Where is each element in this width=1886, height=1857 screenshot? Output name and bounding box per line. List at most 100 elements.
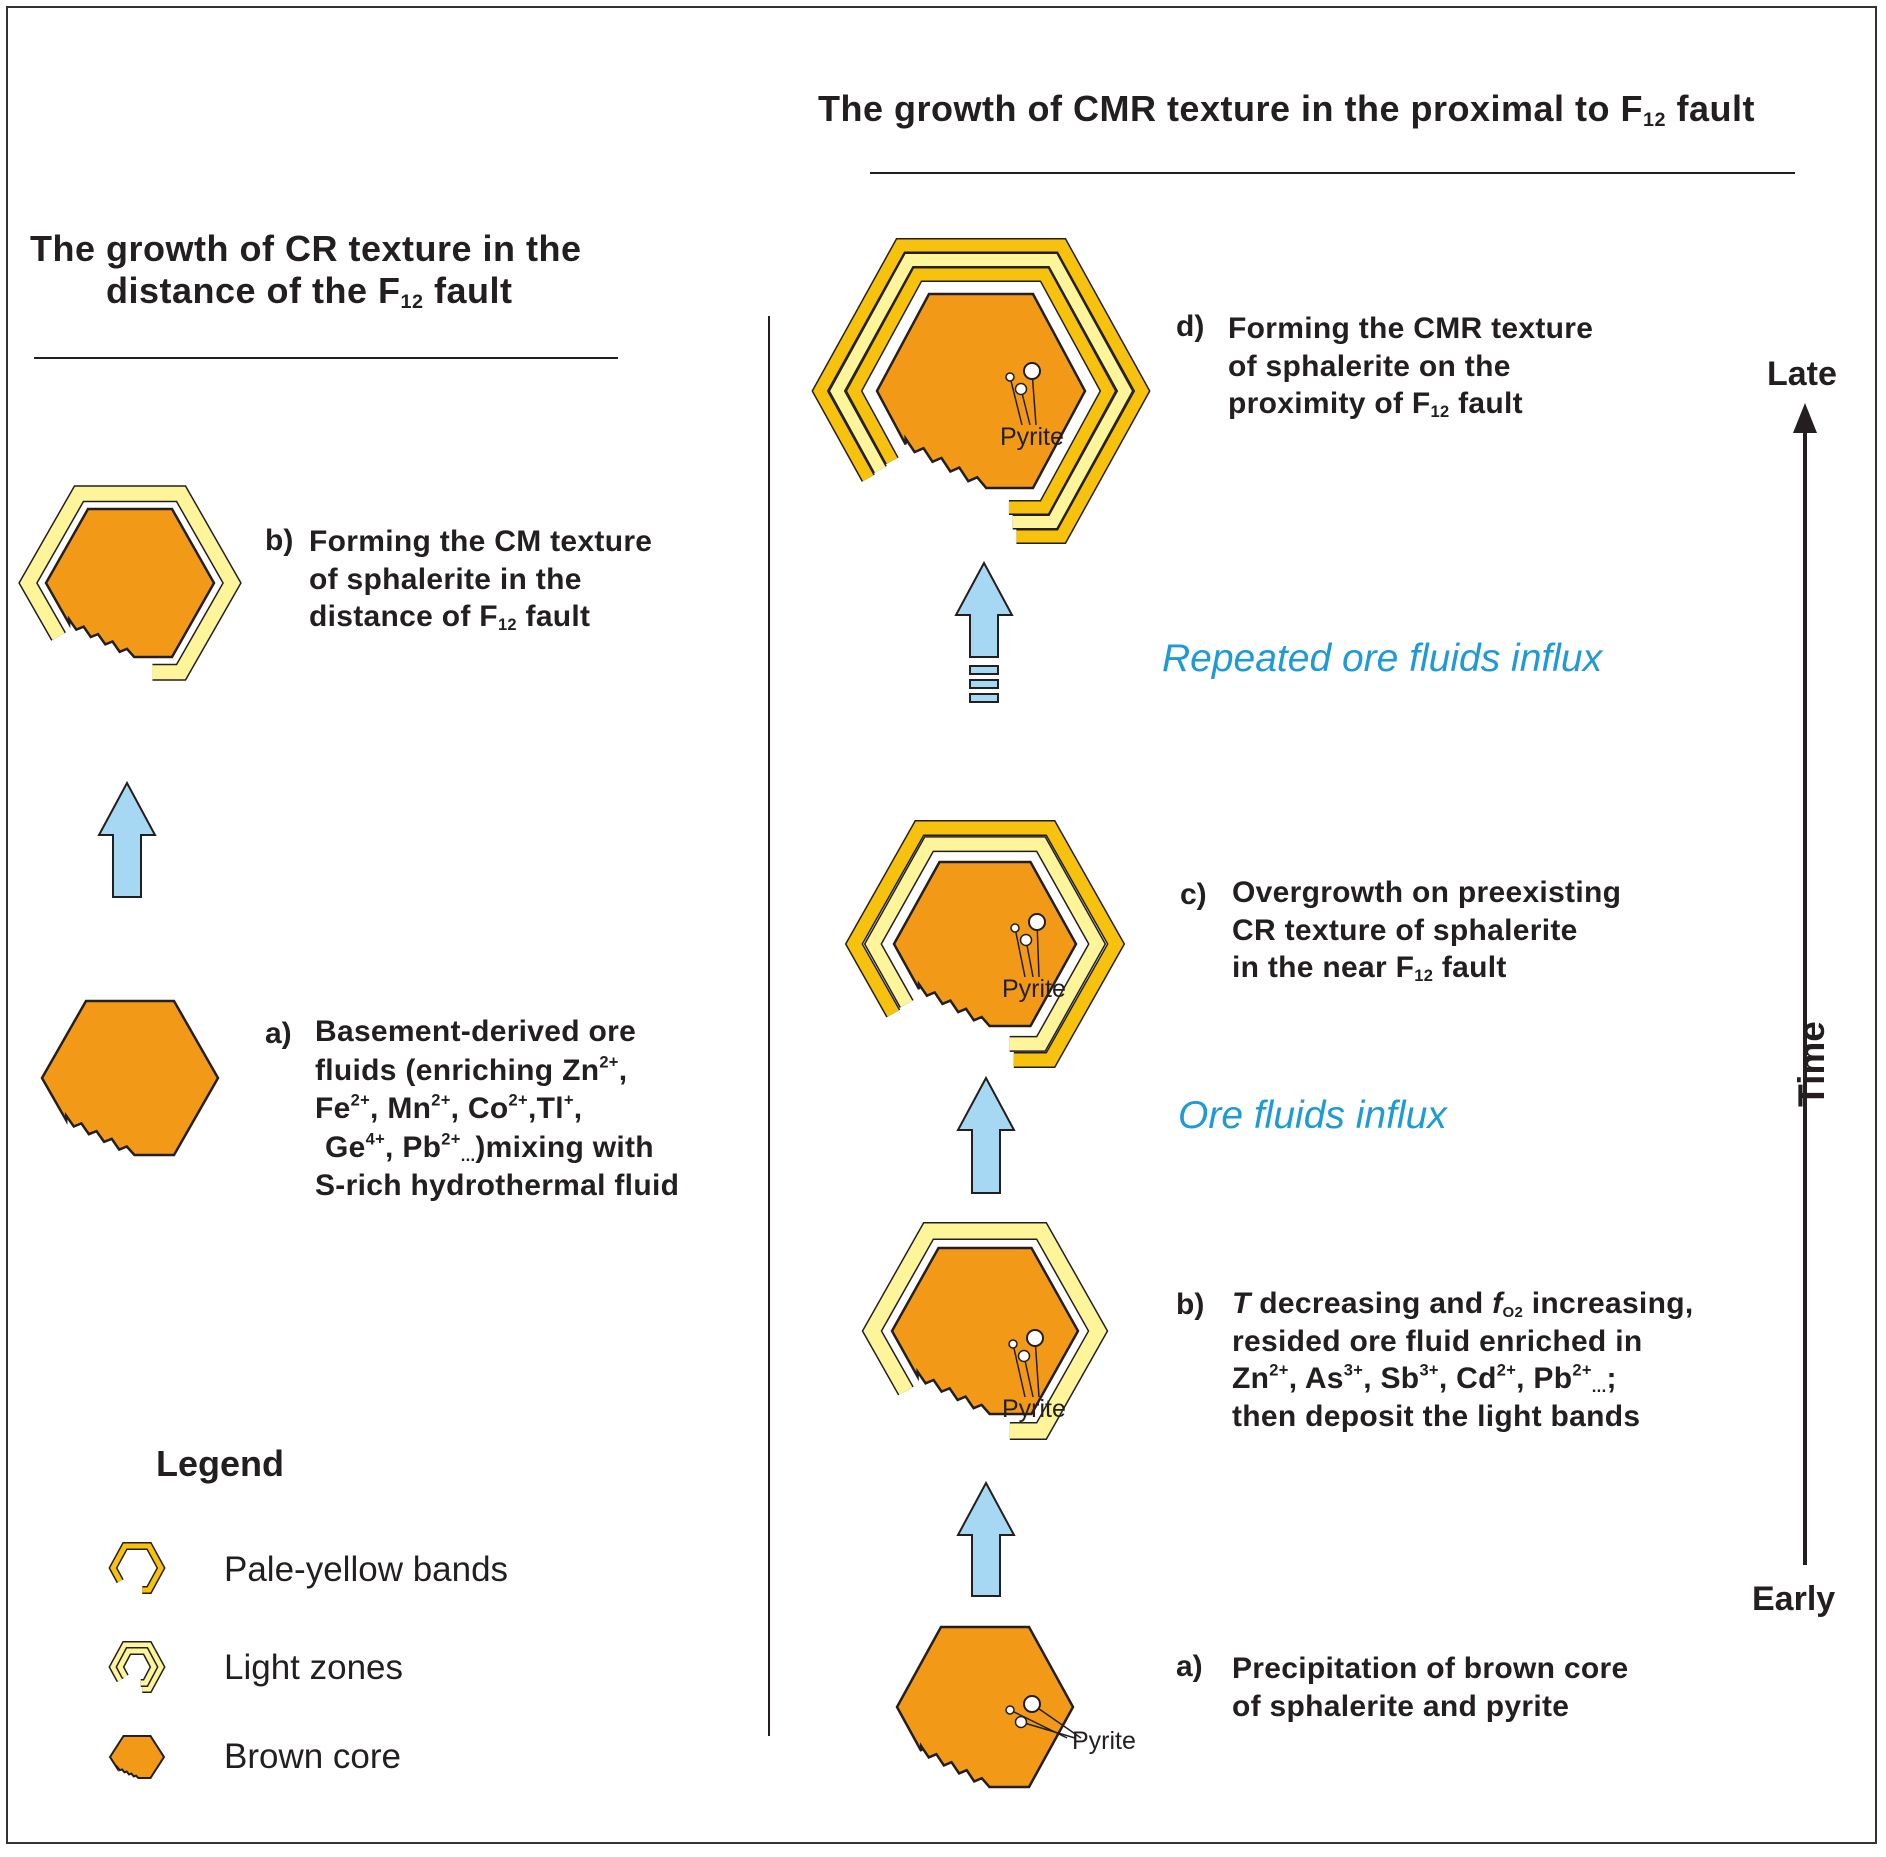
column-divider bbox=[768, 316, 770, 1736]
right-crystal-d-band-2 bbox=[847, 268, 1115, 514]
legend-icon-brown-core bbox=[108, 1735, 166, 1779]
figure-frame bbox=[6, 6, 1877, 1844]
right-step-d-tag: d) bbox=[1176, 310, 1205, 343]
right-crystal-c-band-1 bbox=[865, 837, 1105, 1051]
time-axis-label: Time bbox=[1791, 1021, 1832, 1107]
right-step-b-text: T decreasing and fO2 increasing, resided… bbox=[1232, 1287, 1694, 1433]
legend-icon-light-zones bbox=[108, 1641, 166, 1693]
left-crystal-b-band-0 bbox=[19, 486, 241, 680]
left-title-underline bbox=[34, 357, 618, 359]
pyrite-b-leader bbox=[1012, 1343, 1026, 1398]
right-crystal-a-core bbox=[895, 1625, 1075, 1789]
pyrite-label-d: Pyrite bbox=[1000, 423, 1064, 451]
right-crystal-c bbox=[844, 820, 1126, 1068]
left-crystal-b bbox=[18, 485, 242, 681]
right-crystal-c-core bbox=[892, 860, 1078, 1028]
right-arrow-ore-influx bbox=[956, 1075, 1016, 1194]
left-step-a-text: Basement-derived ore fluids (enriching Z… bbox=[315, 1015, 680, 1202]
right-title-underline bbox=[870, 172, 1795, 174]
right-crystal-b-core bbox=[890, 1246, 1080, 1416]
right-arrow-b-body bbox=[956, 1480, 1016, 1597]
left-crystal-a-core bbox=[40, 999, 220, 1157]
right-arrow-repeated-influx-dash bbox=[969, 693, 999, 703]
pyrite-c bbox=[1010, 913, 1046, 978]
pyrite-c-leader bbox=[1025, 939, 1034, 978]
right-crystal-d-band-0 bbox=[813, 239, 1149, 543]
right-title: The growth of CMR texture in the proxima… bbox=[818, 88, 1756, 131]
pyrite-b-leader bbox=[1034, 1337, 1040, 1398]
right-step-a-tag: a) bbox=[1176, 1650, 1203, 1683]
pyrite-a bbox=[1005, 1695, 1082, 1739]
pyrite-group bbox=[1005, 362, 1082, 1739]
pyrite-d-grain-large bbox=[1023, 362, 1041, 380]
pyrite-a-leader bbox=[1031, 1703, 1082, 1739]
pyrite-b-grain-large bbox=[1026, 1329, 1044, 1347]
time-axis-arrowhead bbox=[1793, 403, 1817, 433]
left-title-line1: The growth of CR texture in the bbox=[30, 228, 582, 269]
pyrite-b-grain-small bbox=[1008, 1339, 1018, 1349]
repeated-ore-fluids-influx-label: Repeated ore fluids influx bbox=[1162, 637, 1603, 680]
legend-icon-light-zones-fill bbox=[117, 1648, 157, 1686]
left-step-b-tag: b) bbox=[265, 524, 294, 557]
left-step-a-tag: a) bbox=[265, 1017, 292, 1050]
right-crystal-b bbox=[861, 1222, 1109, 1440]
legend-title: Legend bbox=[156, 1443, 285, 1484]
pyrite-c-leader bbox=[1014, 927, 1026, 978]
pyrite-a-grain-small bbox=[1005, 1705, 1015, 1715]
legend-item-brown-core: Brown core bbox=[224, 1737, 402, 1776]
pyrite-label-a: Pyrite bbox=[1072, 1727, 1136, 1755]
right-arrow-ore-influx-body bbox=[956, 1075, 1016, 1194]
time-axis-early-label: Early bbox=[1752, 1580, 1836, 1618]
pyrite-d-grain-medium bbox=[1014, 382, 1028, 396]
legend-item-pale-yellow-bands: Pale-yellow bands bbox=[224, 1550, 509, 1589]
left-crystal-b-core bbox=[44, 507, 216, 659]
pyrite-c-grain-medium bbox=[1019, 933, 1033, 947]
pyrite-c-leader bbox=[1036, 921, 1040, 978]
time-axis-late-label: Late bbox=[1767, 355, 1837, 393]
pyrite-a-grain-medium bbox=[1014, 1715, 1028, 1729]
pyrite-label-c: Pyrite bbox=[1002, 975, 1066, 1003]
pyrite-label-b: Pyrite bbox=[1002, 1395, 1066, 1423]
right-step-c-text: Overgrowth on preexisting CR texture of … bbox=[1232, 876, 1622, 986]
right-crystal-d bbox=[811, 238, 1151, 544]
right-arrow-repeated-influx-body bbox=[954, 560, 1014, 658]
left-arrow-a-to-b-body bbox=[97, 780, 157, 898]
pyrite-c-grain-large bbox=[1028, 913, 1046, 931]
left-title: The growth of CR texture in the bbox=[30, 228, 582, 270]
right-arrow-b bbox=[956, 1480, 1016, 1597]
left-title-line2: distance of the F12 fault bbox=[106, 270, 513, 313]
right-step-b-tag: b) bbox=[1176, 1288, 1205, 1321]
right-arrow-repeated-influx bbox=[954, 560, 1014, 703]
arrow-group bbox=[97, 560, 1016, 1597]
left-step-b-text: Forming the CM texture of sphalerite in … bbox=[309, 525, 653, 635]
right-crystal-d-band-1 bbox=[830, 254, 1132, 528]
left-arrow-a-to-b bbox=[97, 780, 157, 898]
pyrite-b-leader bbox=[1023, 1355, 1034, 1398]
right-crystal-a bbox=[895, 1625, 1075, 1789]
right-step-d-text: Forming the CMR texture of sphalerite on… bbox=[1228, 312, 1594, 422]
right-crystal-c-band-0 bbox=[846, 821, 1124, 1067]
right-crystal-b-band-0 bbox=[863, 1223, 1107, 1439]
pyrite-a-grain-large bbox=[1023, 1695, 1041, 1713]
pyrite-d-leader bbox=[1009, 376, 1023, 426]
right-arrow-repeated-influx-dash bbox=[969, 665, 999, 675]
pyrite-d-grain-small bbox=[1005, 372, 1015, 382]
left-crystal-a bbox=[40, 999, 220, 1157]
pyrite-b-grain-medium bbox=[1017, 1349, 1031, 1363]
legend-icon-pale-yellow-bands-fill bbox=[110, 1543, 164, 1593]
pyrite-c-grain-small bbox=[1010, 923, 1020, 933]
pyrite-a-leader bbox=[1020, 1721, 1076, 1739]
right-arrow-repeated-influx-dash bbox=[969, 679, 999, 689]
legend-icon-pale-yellow-bands bbox=[108, 1542, 166, 1594]
pyrite-d-leader bbox=[1031, 370, 1037, 426]
crystal-group bbox=[18, 238, 1151, 1789]
pyrite-b bbox=[1008, 1329, 1044, 1398]
right-step-a-text: Precipitation of brown core of sphalerit… bbox=[1232, 1652, 1629, 1723]
right-crystal-d-core bbox=[875, 292, 1087, 490]
ore-fluids-influx-label: Ore fluids influx bbox=[1178, 1094, 1447, 1137]
legend-item-light-zones: Light zones bbox=[224, 1648, 404, 1687]
pyrite-d bbox=[1005, 362, 1041, 426]
right-step-c-tag: c) bbox=[1180, 878, 1207, 911]
